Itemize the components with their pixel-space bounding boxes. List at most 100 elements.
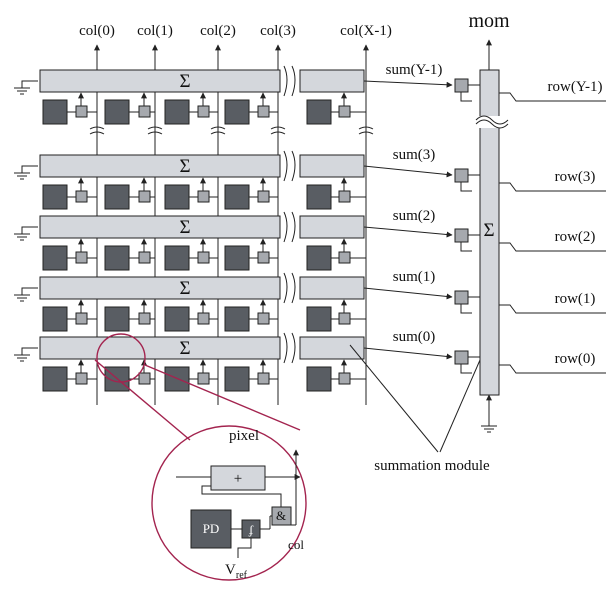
pd-label: PD	[203, 521, 220, 536]
column-label: col(3)	[260, 23, 296, 39]
sum-label: sum(Y-1)	[386, 62, 443, 78]
pixel-cell	[138, 372, 151, 385]
pixel-cell	[75, 312, 88, 325]
sum-label: sum(3)	[393, 147, 436, 163]
photodiode	[42, 245, 68, 271]
row-summation-bar	[39, 276, 281, 300]
photodiode	[306, 99, 332, 125]
pixel-cell	[75, 190, 88, 203]
photodiode	[306, 184, 332, 210]
photodiode	[224, 245, 250, 271]
photodiode	[164, 245, 190, 271]
row-cell	[454, 290, 469, 305]
row-label: row(Y-1)	[548, 79, 603, 95]
photodiode	[104, 184, 130, 210]
row-label: row(3)	[555, 169, 596, 185]
magnifier	[94, 333, 307, 581]
pixel-cell	[138, 105, 151, 118]
photodiode	[42, 306, 68, 332]
pixel-cell	[338, 312, 351, 325]
photodiode	[306, 306, 332, 332]
row-label: row(1)	[555, 291, 596, 307]
pixel-cell	[138, 312, 151, 325]
and-gate-block	[271, 506, 292, 526]
pixel-cell	[138, 190, 151, 203]
row-cell	[454, 78, 469, 93]
row-summation-bar	[39, 336, 281, 360]
pixel-cell	[338, 190, 351, 203]
photodiode	[104, 245, 130, 271]
vref-label: Vref	[225, 562, 248, 581]
pixel-cell	[257, 312, 270, 325]
pixel-title: pixel	[229, 428, 259, 444]
row-summation-bar	[39, 154, 281, 178]
pixel-cell	[197, 190, 210, 203]
row-label: row(0)	[555, 351, 596, 367]
summation-module-label: summation module	[374, 458, 490, 474]
sum-label: sum(0)	[393, 329, 436, 345]
row-cell	[454, 228, 469, 243]
pixel-cell	[197, 105, 210, 118]
comparator-symbol: ʄ	[248, 522, 254, 537]
pixel-cell	[257, 105, 270, 118]
pixel-cell	[75, 372, 88, 385]
pixel-cell	[197, 372, 210, 385]
mom-summation-bar: Σ	[475, 39, 509, 433]
pd-block	[190, 509, 232, 549]
sigma-symbol: Σ	[179, 71, 190, 92]
photodiode	[164, 306, 190, 332]
pixel-cell	[257, 190, 270, 203]
row-summation-bar	[39, 69, 281, 93]
sum-label: sum(1)	[393, 269, 436, 285]
diagram-title: mom	[468, 10, 510, 32]
photodiode	[306, 245, 332, 271]
photodiode	[164, 99, 190, 125]
column-label: col(0)	[79, 23, 115, 39]
sigma-symbol: Σ	[483, 220, 494, 241]
pixel-cell	[197, 312, 210, 325]
pixel-cell	[338, 372, 351, 385]
photodiode	[42, 99, 68, 125]
pixel-cell	[338, 105, 351, 118]
photodiode	[224, 306, 250, 332]
column-label: col(X-1)	[340, 23, 392, 39]
pixel-cell	[257, 372, 270, 385]
photodiode	[104, 306, 130, 332]
sigma-symbol: Σ	[179, 156, 190, 177]
sigma-symbol: Σ	[179, 338, 190, 359]
sigma-symbol: Σ	[179, 278, 190, 299]
photodiode	[104, 99, 130, 125]
pixel-detail: pixel + PD ʄ & Vref col	[176, 428, 304, 581]
sigma-symbol: Σ	[179, 217, 190, 238]
adder-symbol: +	[234, 471, 242, 487]
column-label: col(2)	[200, 23, 236, 39]
pixel-cell	[257, 251, 270, 264]
column-break-marks	[89, 126, 374, 135]
pixel-col-label: col	[288, 537, 304, 552]
pixel-cell	[338, 251, 351, 264]
photodiode	[42, 366, 68, 392]
column-label: col(1)	[137, 23, 173, 39]
photodiode	[224, 99, 250, 125]
row-summation-bar	[39, 215, 281, 239]
photodiode	[164, 184, 190, 210]
row-cell	[454, 350, 469, 365]
sum-label: sum(2)	[393, 208, 436, 224]
photodiode	[306, 366, 332, 392]
pixel-cell	[75, 251, 88, 264]
pixel-cell	[197, 251, 210, 264]
photodiode	[224, 184, 250, 210]
row-label: row(2)	[555, 229, 596, 245]
and-symbol: &	[276, 508, 286, 523]
row-cell	[454, 168, 469, 183]
pixel-cell	[75, 105, 88, 118]
photodiode	[224, 366, 250, 392]
adder-block	[210, 465, 266, 491]
